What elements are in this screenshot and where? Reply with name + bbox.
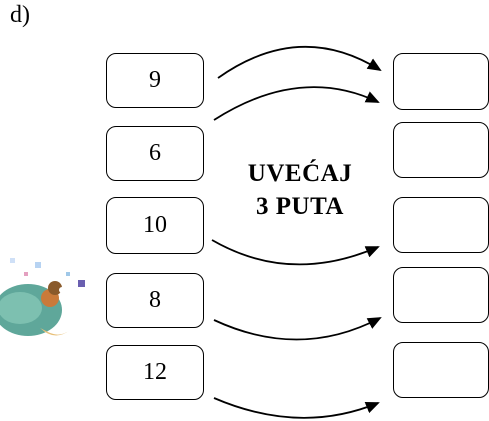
answer-box[interactable] (393, 53, 489, 110)
answer-box[interactable] (393, 267, 489, 323)
answer-box[interactable] (393, 342, 489, 398)
input-box: 9 (106, 53, 204, 108)
input-box: 10 (106, 197, 204, 254)
input-box: 12 (106, 345, 204, 400)
instruction-text: UVEĆAJ 3 PUTA (220, 157, 380, 223)
arrow-curve (213, 317, 382, 341)
instruction-line-2: 3 PUTA (256, 193, 344, 220)
arrow-curve (211, 239, 380, 266)
answer-box[interactable] (393, 197, 489, 253)
arrow-curve (217, 46, 382, 79)
arrow-curve (213, 397, 380, 419)
instruction-line-1: UVEĆAJ (247, 160, 353, 187)
exercise-label: d) (10, 2, 30, 28)
answer-box[interactable] (393, 122, 489, 178)
input-box: 6 (106, 126, 204, 181)
arrow-curve (213, 86, 380, 121)
turtle-mascot-illustration (0, 258, 85, 336)
input-box: 8 (106, 273, 204, 328)
